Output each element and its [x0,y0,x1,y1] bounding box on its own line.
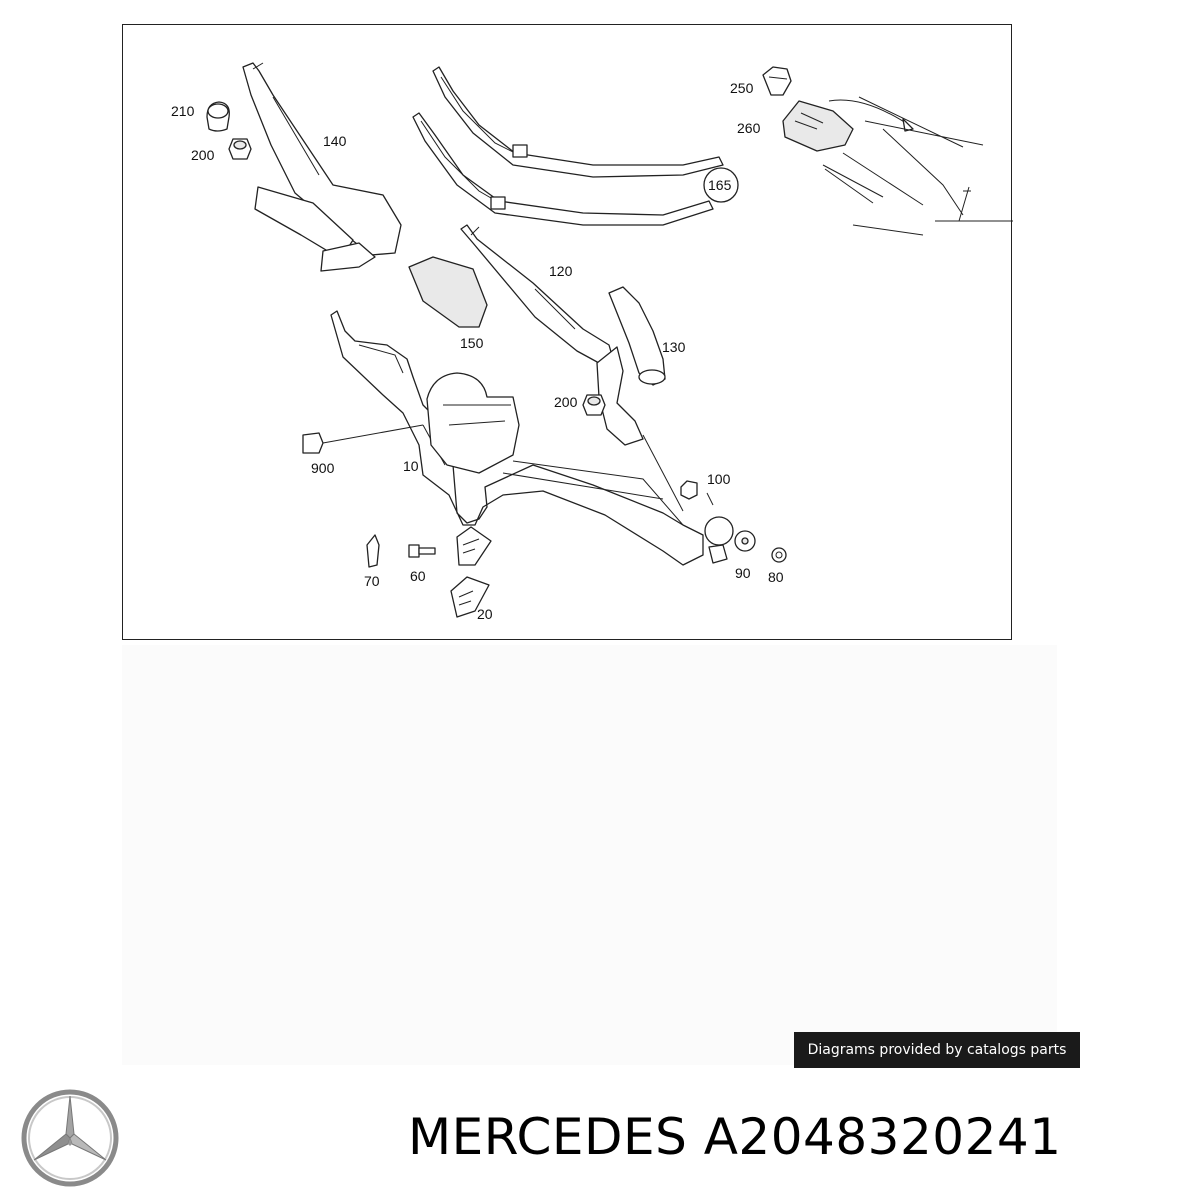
part-260-sensor-cover [782,96,1013,236]
callout-10: 10 [403,458,419,474]
background-panel [122,645,1057,1065]
callout-labels: 210 200 140 165 250 260 120 150 130 200 … [171,80,784,622]
part-140-wiper-arm [242,62,402,272]
callout-150: 150 [460,335,484,351]
callout-260: 260 [737,120,761,136]
part-70-grommet [366,534,380,568]
parts-diagram-drawing: 210 200 140 165 250 260 120 150 130 200 … [171,62,1013,622]
callout-210: 210 [171,103,195,119]
part-200-nut-top [228,138,252,160]
part-130-hose [596,286,666,446]
parts-diagram: 210 200 140 165 250 260 120 150 130 200 … [122,24,1013,640]
part-120-wiper-arm [460,224,614,364]
callout-200-top: 200 [191,147,215,163]
callout-900: 900 [311,460,335,476]
leader-lines [642,434,714,512]
part-200-nut-middle [582,394,606,416]
part-80-washer [771,547,787,563]
part-900-connector [302,424,424,454]
callout-80: 80 [768,569,784,585]
part-60-bolt [408,544,436,558]
callout-90: 90 [735,565,751,581]
callout-140: 140 [323,133,347,149]
callout-130: 130 [662,339,686,355]
part-10-wiper-linkage-motor [330,310,734,566]
callout-200-middle: 200 [554,394,578,410]
part-100-nut [680,480,698,500]
part-90-bushing [734,530,756,552]
callout-20: 20 [477,606,493,622]
part-150-cover [408,256,488,328]
callout-120: 120 [549,263,573,279]
part-250-sensor [762,66,792,96]
part-165-wiper-blades [412,66,739,226]
mercedes-star-logo [21,1089,119,1187]
callout-70: 70 [364,573,380,589]
callout-165: 165 [708,177,732,193]
part-number-title: MERCEDES A2048320241 [408,1108,1062,1166]
callout-100: 100 [707,471,731,487]
part-210-cap [206,101,230,132]
callout-60: 60 [410,568,426,584]
diagram-credit-badge: Diagrams provided by catalogs parts [794,1032,1080,1068]
part-20-bracket [450,526,492,618]
callout-250: 250 [730,80,754,96]
